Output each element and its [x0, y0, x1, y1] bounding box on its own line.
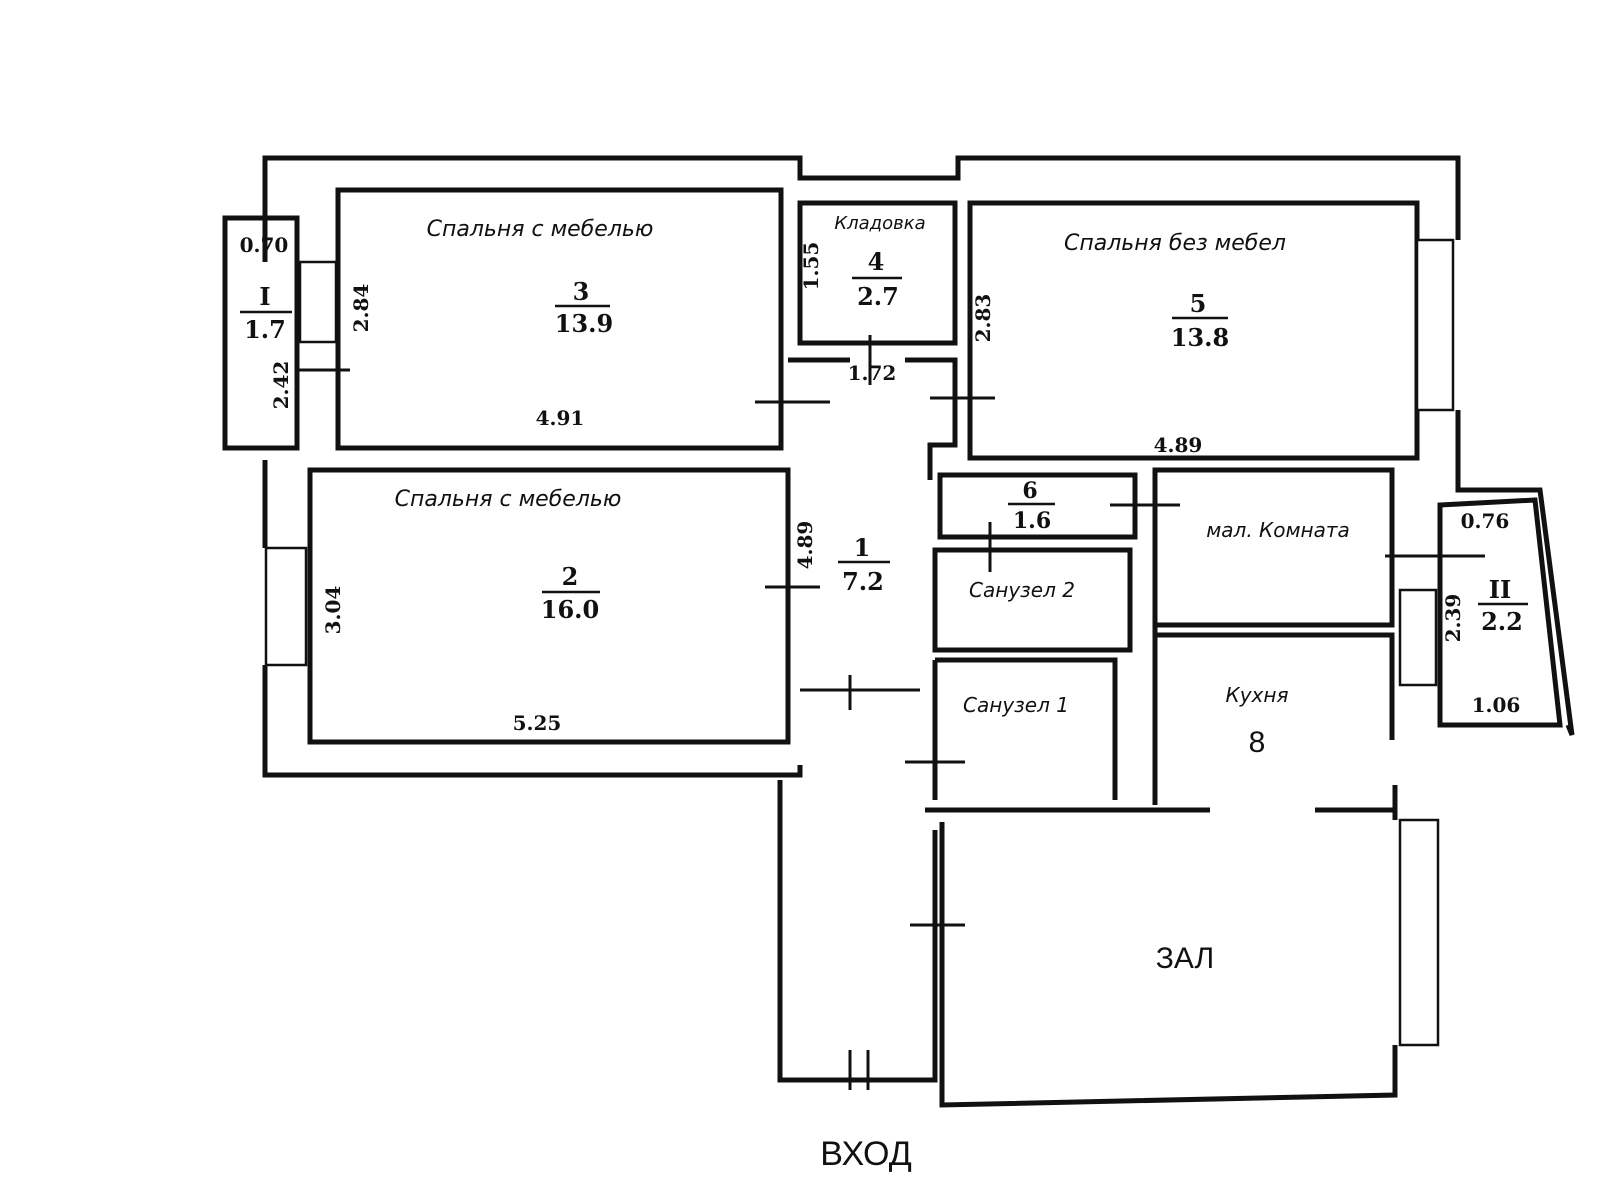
bedroom-5-width: 4.89 [1154, 433, 1203, 457]
storage-walls [797, 200, 958, 346]
balcony-2-height: 2.39 [1441, 594, 1465, 643]
bedroom-2-window [264, 546, 308, 667]
bedroom-5-window [1415, 238, 1455, 412]
balcony-1-width: 0.70 [240, 233, 289, 257]
hall-height: 4.89 [793, 521, 817, 570]
room-6-area: 1.6 [1013, 508, 1051, 534]
storage-area: 2.7 [857, 282, 899, 311]
small-room-label: мал. Комната [1206, 518, 1350, 542]
bedroom-5-area: 13.8 [1171, 323, 1229, 352]
kitchen-number: 8 [1249, 726, 1266, 759]
storage-number: 4 [868, 247, 885, 276]
bedroom-5-label: Спальня без мебел [1064, 231, 1286, 256]
hall-walls [777, 357, 958, 1090]
balcony-2-number: II [1489, 575, 1511, 604]
bedroom-3-walls [335, 187, 784, 451]
bath-2-label: Санузел 2 [969, 578, 1075, 602]
storage-label: Кладовка [834, 213, 925, 234]
balcony-2-width: 1.06 [1472, 693, 1521, 717]
living-walls [939, 822, 1398, 1108]
storage-height: 1.55 [799, 242, 823, 291]
room-6-number: 6 [1022, 478, 1037, 504]
balcony-2 [1385, 497, 1563, 728]
bath-2-walls [932, 547, 1133, 653]
small-room-walls [1152, 467, 1395, 628]
hall-width: 1.72 [848, 361, 897, 385]
balcony-2-top-dim: 0.76 [1461, 509, 1510, 533]
balcony-1-number: I [259, 282, 270, 311]
bedroom-5-number: 5 [1190, 289, 1207, 318]
bedroom-3-area: 13.9 [555, 309, 613, 338]
entrance-label: ВХОД [820, 1135, 911, 1173]
living-label: ЗАЛ [1156, 942, 1214, 975]
bedroom-3-number: 3 [573, 277, 590, 306]
bedroom-3-width: 4.91 [536, 406, 585, 430]
hall-area: 7.2 [842, 567, 884, 596]
bedroom-5-height: 2.83 [971, 294, 995, 343]
kitchen-label: Кухня [1226, 683, 1289, 707]
balcony-2-area: 2.2 [1481, 607, 1523, 636]
hall-number: 1 [854, 533, 871, 562]
balcony-1 [222, 215, 350, 451]
living-window [1398, 818, 1440, 1047]
outer-walls [262, 155, 1575, 778]
bedroom-3-label: Спальня с мебелью [427, 217, 654, 242]
bedroom-2-height: 3.04 [321, 586, 345, 635]
kitchen-walls [1155, 632, 1395, 740]
bedroom-2-number: 2 [562, 562, 579, 591]
balcony-1-area: 1.7 [244, 315, 286, 344]
bedroom-2-label: Спальня с мебелью [395, 487, 622, 512]
bedroom-2-walls [307, 467, 791, 745]
bath-1-walls [935, 657, 1118, 800]
bedroom-2-area: 16.0 [541, 595, 599, 624]
bedroom-2-width: 5.25 [513, 711, 562, 735]
bath-1-label: Санузел 1 [963, 693, 1069, 717]
balcony-1-height: 2.42 [269, 361, 293, 410]
bedroom-3-height: 2.84 [349, 284, 373, 333]
door-markers [755, 335, 1180, 927]
